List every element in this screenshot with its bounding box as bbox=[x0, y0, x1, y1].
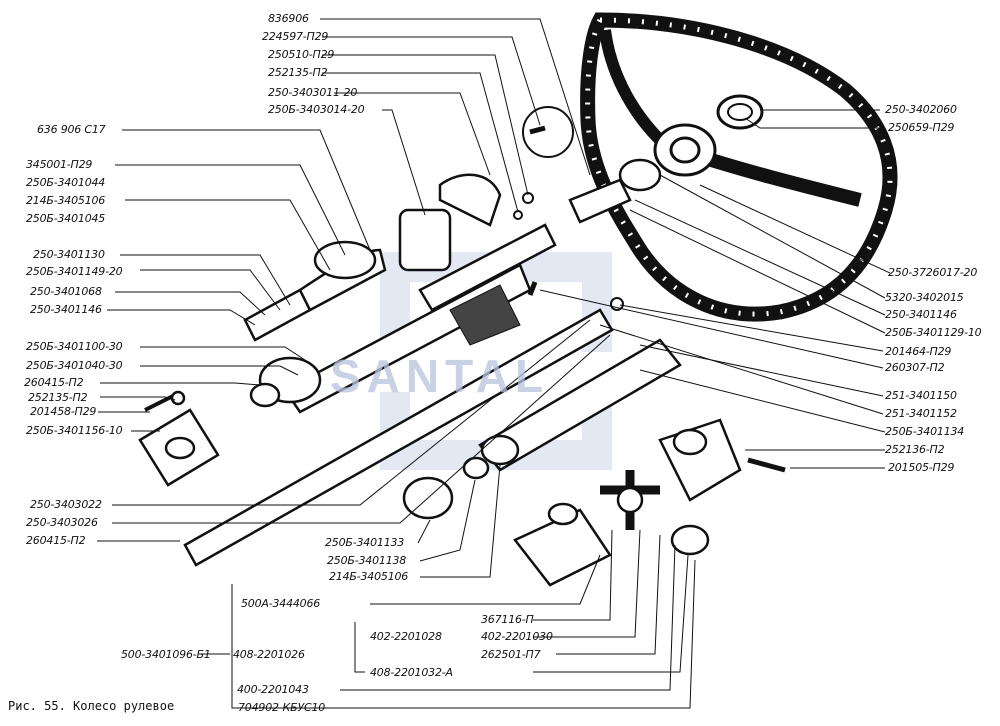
part-label-left-6: 250Б-3401149-20 bbox=[26, 265, 123, 278]
steering-wheel bbox=[580, 12, 898, 322]
part-label-right-3: 5320-3402015 bbox=[885, 291, 964, 304]
part-label-top-0: 836906 bbox=[268, 12, 309, 25]
part-label-left-5: 250-3401130 bbox=[33, 248, 105, 261]
part-label-bottom-7: 262501-П7 bbox=[481, 648, 541, 661]
part-label-bottom-4: 367116-П bbox=[481, 613, 534, 626]
part-label-bottom-5: 402-2201028 bbox=[370, 630, 442, 643]
part-label-bottom-10: 408-2201026 bbox=[233, 648, 305, 661]
watermark-text: SANTAL bbox=[330, 350, 549, 402]
part-label-right-5: 250Б-3401129-10 bbox=[885, 326, 982, 339]
screws bbox=[513, 106, 624, 311]
part-label-left-15: 250-3403022 bbox=[30, 498, 102, 511]
part-label-left-2: 250Б-3401044 bbox=[26, 176, 106, 189]
part-label-top-4: 250-3403011-20 bbox=[268, 86, 358, 99]
part-label-right-1: 250659-П29 bbox=[888, 121, 955, 134]
part-label-bottom-3: 500А-3444066 bbox=[241, 597, 321, 610]
part-label-right-10: 250Б-3401134 bbox=[885, 425, 965, 438]
part-label-top-5: 250Б-3403014-20 bbox=[268, 103, 365, 116]
part-label-right-8: 251-3401150 bbox=[885, 389, 957, 402]
part-label-left-16: 250-3403026 bbox=[26, 516, 98, 529]
part-label-bottom-12: 704902-КБУС10 bbox=[238, 701, 326, 714]
part-label-right-7: 260307-П2 bbox=[885, 361, 945, 374]
part-label-right-2: 250-3726017-20 bbox=[888, 266, 978, 279]
part-label-top-1: 224597-П29 bbox=[262, 30, 329, 43]
part-label-top-2: 250510-П29 bbox=[268, 48, 335, 61]
part-label-right-6: 201464-П29 bbox=[885, 345, 952, 358]
part-label-bottom-2: 214Б-3405106 bbox=[329, 570, 409, 583]
long-shafts bbox=[183, 308, 682, 567]
part-label-left-10: 250Б-3401040-30 bbox=[26, 359, 123, 372]
leader-lines bbox=[97, 18, 891, 709]
figure-caption: Рис. 55. Колесо рулевое bbox=[8, 699, 175, 713]
part-label-left-4: 250Б-3401045 bbox=[26, 212, 106, 225]
part-label-left-17: 260415-П2 bbox=[26, 534, 86, 547]
part-label-right-11: 252136-П2 bbox=[885, 443, 945, 456]
part-label-bottom-1: 250Б-3401138 bbox=[327, 554, 407, 567]
part-label-bottom-9: 500-3401096-Б1 bbox=[121, 648, 211, 661]
part-label-right-12: 201505-П29 bbox=[888, 461, 955, 474]
part-label-top-3: 252135-П2 bbox=[268, 66, 328, 79]
part-label-left-3: 214Б-3405106 bbox=[26, 194, 106, 207]
part-label-left-13: 201458-П29 bbox=[30, 405, 97, 418]
part-label-left-0: 636 906 С17 bbox=[37, 123, 106, 136]
part-label-bottom-11: 400-2201043 bbox=[237, 683, 309, 696]
part-label-right-0: 250-3402060 bbox=[885, 103, 957, 116]
part-label-left-1: 345001-П29 bbox=[26, 158, 93, 171]
part-label-left-7: 250-3401068 bbox=[30, 285, 102, 298]
shim-plate bbox=[449, 284, 521, 346]
flange bbox=[138, 408, 220, 487]
part-label-right-9: 251-3401152 bbox=[885, 407, 957, 420]
part-label-left-9: 250Б-3401100-30 bbox=[26, 340, 123, 353]
part-label-bottom-0: 250Б-3401133 bbox=[325, 536, 405, 549]
part-label-left-12: 252135-П2 bbox=[28, 391, 88, 404]
part-label-left-14: 250Б-3401156-10 bbox=[26, 424, 123, 437]
part-label-right-4: 250-3401146 bbox=[885, 308, 957, 321]
part-label-left-11: 260415-П2 bbox=[24, 376, 84, 389]
part-label-left-8: 250-3401146 bbox=[30, 303, 102, 316]
part-label-bottom-8: 408-2201032-А bbox=[370, 666, 453, 679]
part-label-bottom-6: 402-2201030 bbox=[481, 630, 553, 643]
